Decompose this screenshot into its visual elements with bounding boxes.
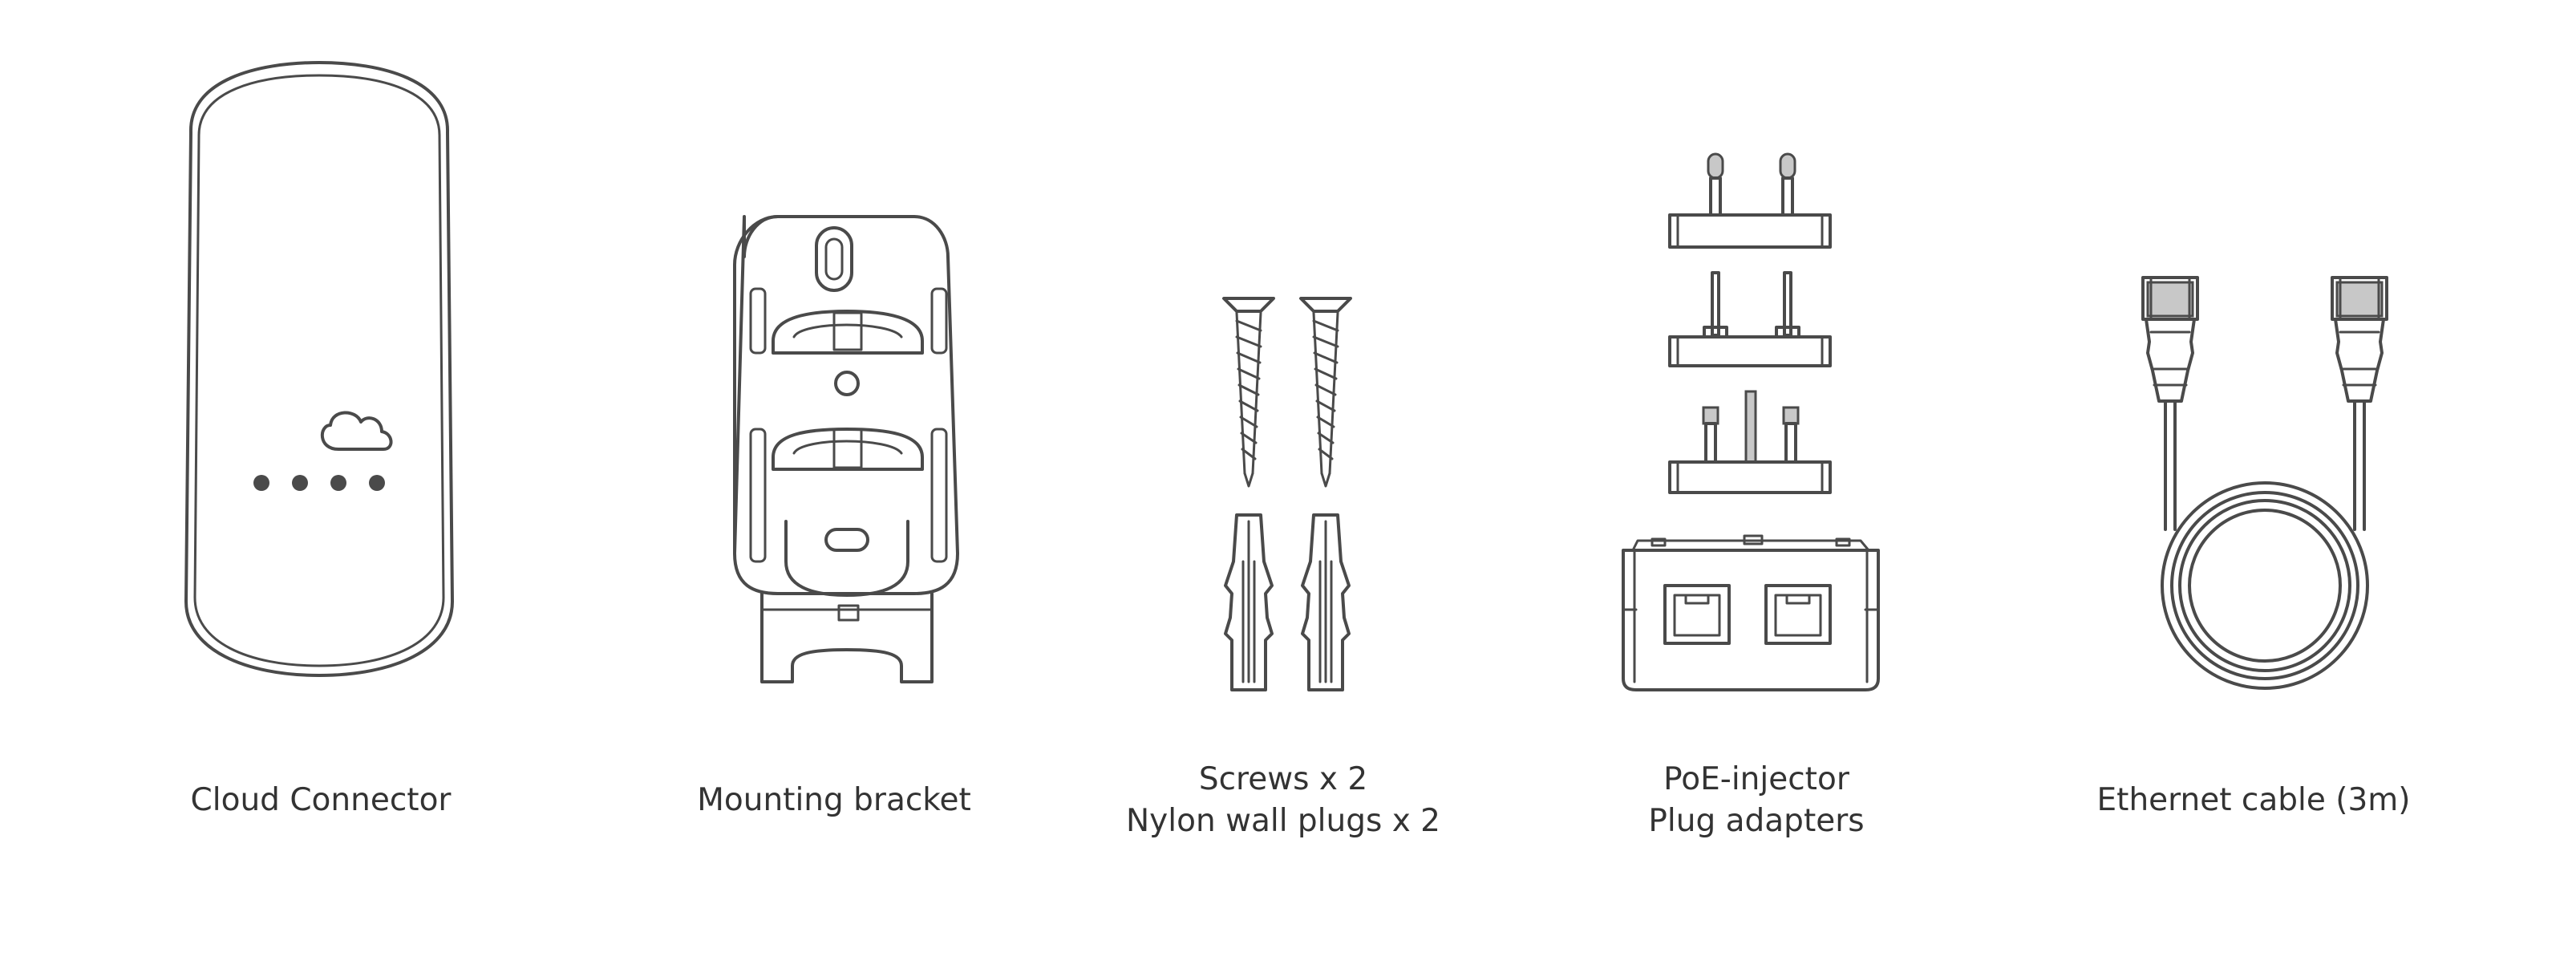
rj45-connector-left xyxy=(2141,276,2199,403)
label-poe-injector: PoE-injector Plug adapters xyxy=(1648,761,1865,839)
cable-coil xyxy=(2161,399,2369,690)
cloud-connector-illustration xyxy=(184,61,454,677)
mounting-bracket-illustration xyxy=(733,215,959,683)
label-screws-and-plugs: Screws x 2 Nylon wall plugs x 2 xyxy=(1126,761,1440,839)
poe-injector-box xyxy=(1622,534,1880,691)
item-poe-injector: PoE-injector Plug adapters xyxy=(1588,0,1925,969)
label-ethernet-cable: Ethernet cable (3m) xyxy=(2096,782,2411,818)
cloud-icon xyxy=(320,411,393,451)
poe-injector-illustration xyxy=(1622,152,1880,691)
item-screws-and-plugs: Screws x 2 Nylon wall plugs x 2 xyxy=(1123,0,1444,969)
status-led-dots xyxy=(253,475,385,491)
plug-adapter-eu xyxy=(1668,152,1832,249)
label-mounting-bracket: Mounting bracket xyxy=(697,782,971,818)
screws-and-plugs-illustration xyxy=(1222,297,1352,691)
rj45-port-left xyxy=(1663,584,1731,645)
item-ethernet-cable: Ethernet cable (3m) xyxy=(2093,0,2414,969)
plug-adapter-us xyxy=(1668,271,1832,367)
wall-plug-left xyxy=(1224,513,1274,691)
rj45-connector-right xyxy=(2331,276,2388,403)
label-cloud-connector: Cloud Connector xyxy=(190,782,452,818)
screw-right xyxy=(1299,297,1352,488)
screw-left xyxy=(1222,297,1275,488)
rj45-port-right xyxy=(1764,584,1832,645)
ethernet-cable-illustration xyxy=(2141,276,2388,690)
plug-adapter-uk xyxy=(1668,390,1832,494)
item-mounting-bracket: Mounting bracket xyxy=(674,0,994,969)
item-cloud-connector: Cloud Connector xyxy=(160,0,481,969)
wall-plug-right xyxy=(1301,513,1351,691)
